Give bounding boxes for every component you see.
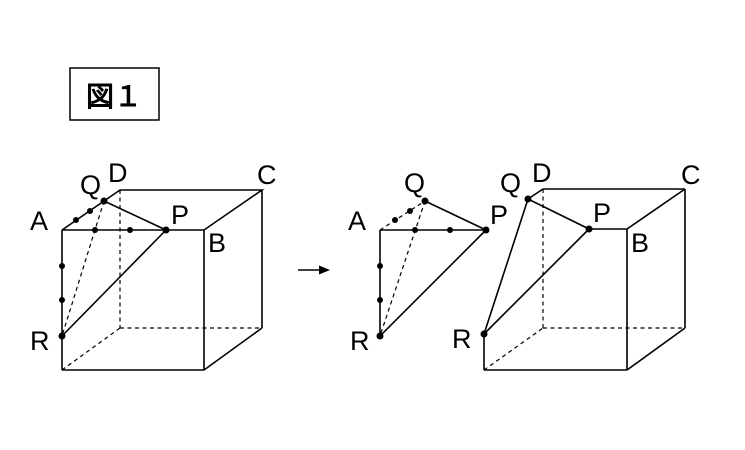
middle-edge-qr [379, 200, 426, 337]
left-dot-ab-2 [127, 227, 133, 233]
left-dot-ar-2 [59, 297, 65, 303]
middle-tetrahedron: A Q P R [348, 168, 508, 356]
middle-dot-ap-1 [412, 227, 418, 233]
right-point-r [480, 330, 488, 338]
right-label-d: D [532, 158, 552, 188]
left-label-r: R [30, 326, 50, 356]
left-label-a: A [30, 206, 48, 236]
left-cut-pr [61, 229, 167, 337]
middle-edge-aq [379, 200, 426, 231]
figure-title-box [69, 67, 160, 121]
right-edge-bottom-right [626, 327, 686, 371]
figure-title-text: 図１ [86, 80, 142, 113]
left-cut-qp [103, 200, 167, 231]
middle-dot-ar-2 [377, 297, 383, 303]
middle-dot-ap-2 [447, 227, 453, 233]
left-label-q: Q [80, 170, 101, 200]
right-cut-pr [483, 228, 590, 335]
left-point-p [162, 226, 170, 234]
transform-arrow [298, 265, 330, 275]
middle-point-p [482, 226, 490, 234]
left-point-r [58, 332, 66, 340]
arrow-head [319, 265, 330, 275]
right-label-c: C [681, 160, 701, 190]
middle-dot-ar-1 [377, 263, 383, 269]
left-dot-ab-1 [92, 227, 98, 233]
middle-edge-pr [379, 229, 487, 337]
right-cut-qp [527, 198, 590, 230]
right-label-p: P [593, 198, 611, 228]
middle-edge-qp [424, 200, 487, 231]
middle-dot-aq-1 [392, 217, 398, 223]
right-point-p [585, 225, 593, 233]
middle-dot-aq-2 [407, 208, 413, 214]
figure-title: 図１ [69, 67, 160, 121]
left-cube-hidden-bottom-left [61, 327, 121, 371]
left-label-b: B [208, 228, 226, 258]
middle-label-p: P [490, 200, 508, 230]
left-dot-ar-1 [59, 263, 65, 269]
right-label-b: B [631, 228, 649, 258]
right-label-q: Q [500, 168, 521, 198]
middle-label-r: R [350, 326, 370, 356]
left-label-c: C [257, 160, 277, 190]
right-cut-qr [483, 198, 529, 335]
left-dot-ad-1 [73, 217, 79, 223]
middle-label-a: A [348, 206, 366, 236]
left-label-d: D [108, 158, 128, 188]
left-cube-edge-bottom-right [203, 327, 263, 371]
left-label-p: P [171, 200, 189, 230]
left-cube: A Q D C P B R [30, 158, 277, 371]
right-solid: Q D C P B R [452, 158, 701, 371]
middle-point-r [376, 332, 384, 340]
right-hidden-bottom-left [483, 327, 544, 371]
right-label-r: R [452, 324, 472, 354]
right-edge-cb [626, 188, 686, 230]
left-dot-ad-2 [87, 208, 93, 214]
right-point-q [524, 195, 532, 203]
middle-point-q [421, 197, 429, 205]
left-cut-qr [61, 200, 105, 337]
left-point-q [100, 197, 108, 205]
middle-label-q: Q [404, 168, 425, 198]
